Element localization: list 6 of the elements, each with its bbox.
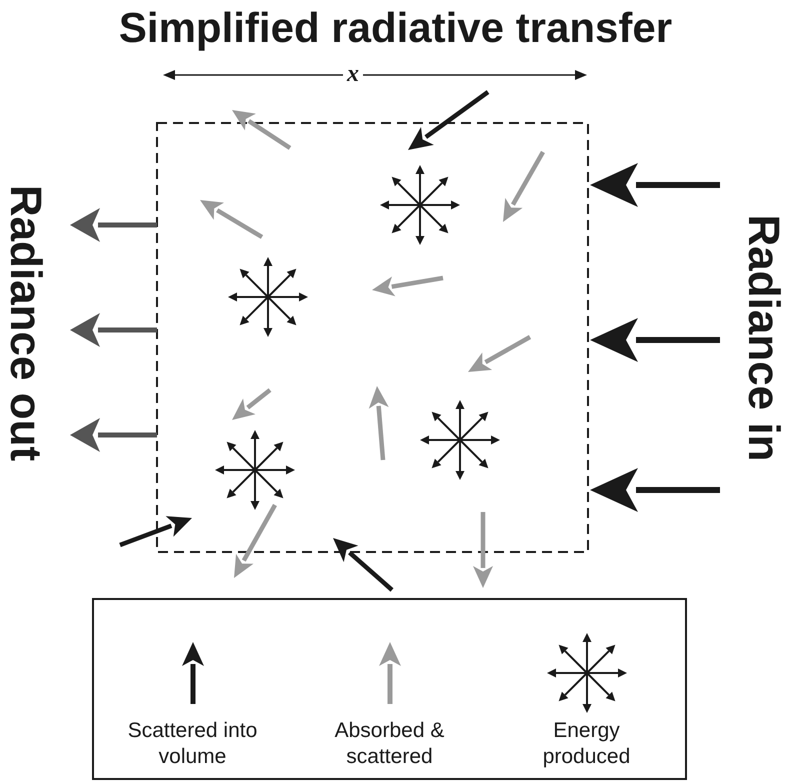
legend-text: Energy produced <box>542 718 632 770</box>
legend-text: Absorbed & scattered <box>334 718 446 770</box>
legend-text: Scattered into volume <box>126 718 258 770</box>
title: Simplified radiative transfer <box>118 3 674 53</box>
side-label: Radiance in <box>738 214 788 464</box>
side-label: Radiance out <box>0 184 50 464</box>
